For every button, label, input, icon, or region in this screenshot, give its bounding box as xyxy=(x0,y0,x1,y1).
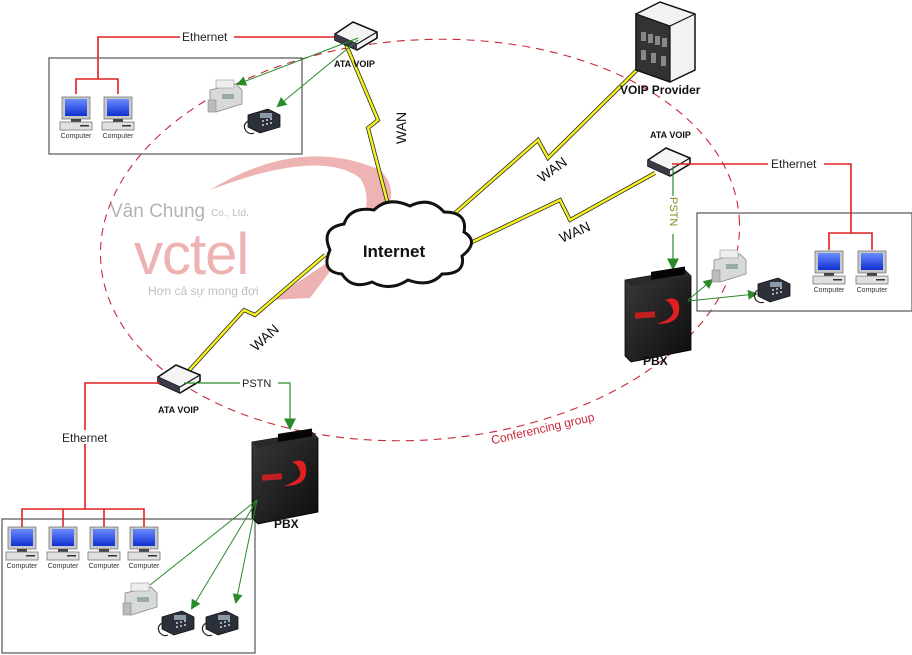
watermark-brand: vctel xyxy=(134,222,248,287)
phone-icon xyxy=(157,610,195,637)
wan-link-top xyxy=(343,41,394,221)
site-top-left-box xyxy=(48,57,303,155)
site-bottom-left-box xyxy=(1,518,256,654)
ethernet-label-right: Ethernet xyxy=(771,157,817,171)
phone-icon xyxy=(201,610,239,637)
computer-label: Computer xyxy=(89,563,120,570)
ata-voip-right-label: ATA VOIP xyxy=(650,130,691,140)
computer-label: Computer xyxy=(61,133,92,140)
internet-cloud: Internet xyxy=(325,200,473,288)
wan-label-top: WAN xyxy=(393,112,409,144)
ata-voip-top-left-label: ATA VOIP xyxy=(334,59,375,69)
pbx-bottom-left-label: PBX xyxy=(274,517,299,531)
fax-icon xyxy=(122,582,158,616)
pbx-bottom-left-icon xyxy=(251,427,319,525)
ethernet-label-bottom-left: Ethernet xyxy=(62,431,108,445)
ethernet-label-top-left: Ethernet xyxy=(182,30,228,44)
phone-icon xyxy=(243,108,281,135)
computer-label: Computer xyxy=(48,563,79,570)
ethernet-right xyxy=(672,163,873,250)
computer-icon xyxy=(5,526,39,561)
computer-icon xyxy=(46,526,80,561)
vctel-watermark: Vân Chung Co., Ltd. vctel Hơn cả sự mong… xyxy=(110,156,392,300)
fax-icon xyxy=(207,79,243,113)
wan-label-bottom: WAN xyxy=(247,321,282,354)
wan-link-right xyxy=(461,171,656,249)
voip-provider-label: VOIP Provider xyxy=(620,83,701,97)
computer-label: Computer xyxy=(7,563,38,570)
computer-icon xyxy=(59,96,93,131)
computer-icon xyxy=(812,250,846,285)
ethernet-bottom-left xyxy=(21,382,160,529)
pbx-right-icon xyxy=(624,265,692,363)
fax-icon xyxy=(711,249,747,283)
watermark-company: Vân Chung xyxy=(110,201,205,222)
pstn-link-bottom-left xyxy=(184,382,296,431)
ata-voip-top-left-icon xyxy=(334,21,378,51)
wan-label-right: WAN xyxy=(557,218,593,246)
wan-link-bottom xyxy=(183,253,327,377)
wan-label-provider: WAN xyxy=(534,154,569,186)
internet-label: Internet xyxy=(363,242,426,261)
wan-link-provider xyxy=(436,60,647,230)
ata-voip-bottom-left-icon xyxy=(157,364,201,394)
watermark-suffix: Co., Ltd. xyxy=(211,208,249,219)
ata-voip-bottom-left-label: ATA VOIP xyxy=(158,405,199,415)
site-right-box xyxy=(696,212,912,312)
computer-label: Computer xyxy=(103,133,134,140)
watermark-slogan: Hơn cả sự mong đợi xyxy=(148,284,258,298)
computer-icon xyxy=(87,526,121,561)
pstn-label-right: PSTN xyxy=(667,197,679,226)
voip-provider-server-icon xyxy=(635,1,696,83)
computer-icon xyxy=(101,96,135,131)
computer-label: Computer xyxy=(129,563,160,570)
watermark-swoosh xyxy=(210,156,392,300)
computer-label: Computer xyxy=(857,287,888,294)
computer-label: Computer xyxy=(814,287,845,294)
conferencing-group-boundary xyxy=(99,38,741,442)
conferencing-group-label: Conferencing group xyxy=(490,410,596,447)
phone-icon xyxy=(753,277,791,304)
ethernet-top-left xyxy=(75,36,345,94)
pstn-label-bottom-left: PSTN xyxy=(242,378,271,390)
pbx-right-label: PBX xyxy=(643,354,668,368)
computer-icon xyxy=(855,250,889,285)
computer-icon xyxy=(127,526,161,561)
